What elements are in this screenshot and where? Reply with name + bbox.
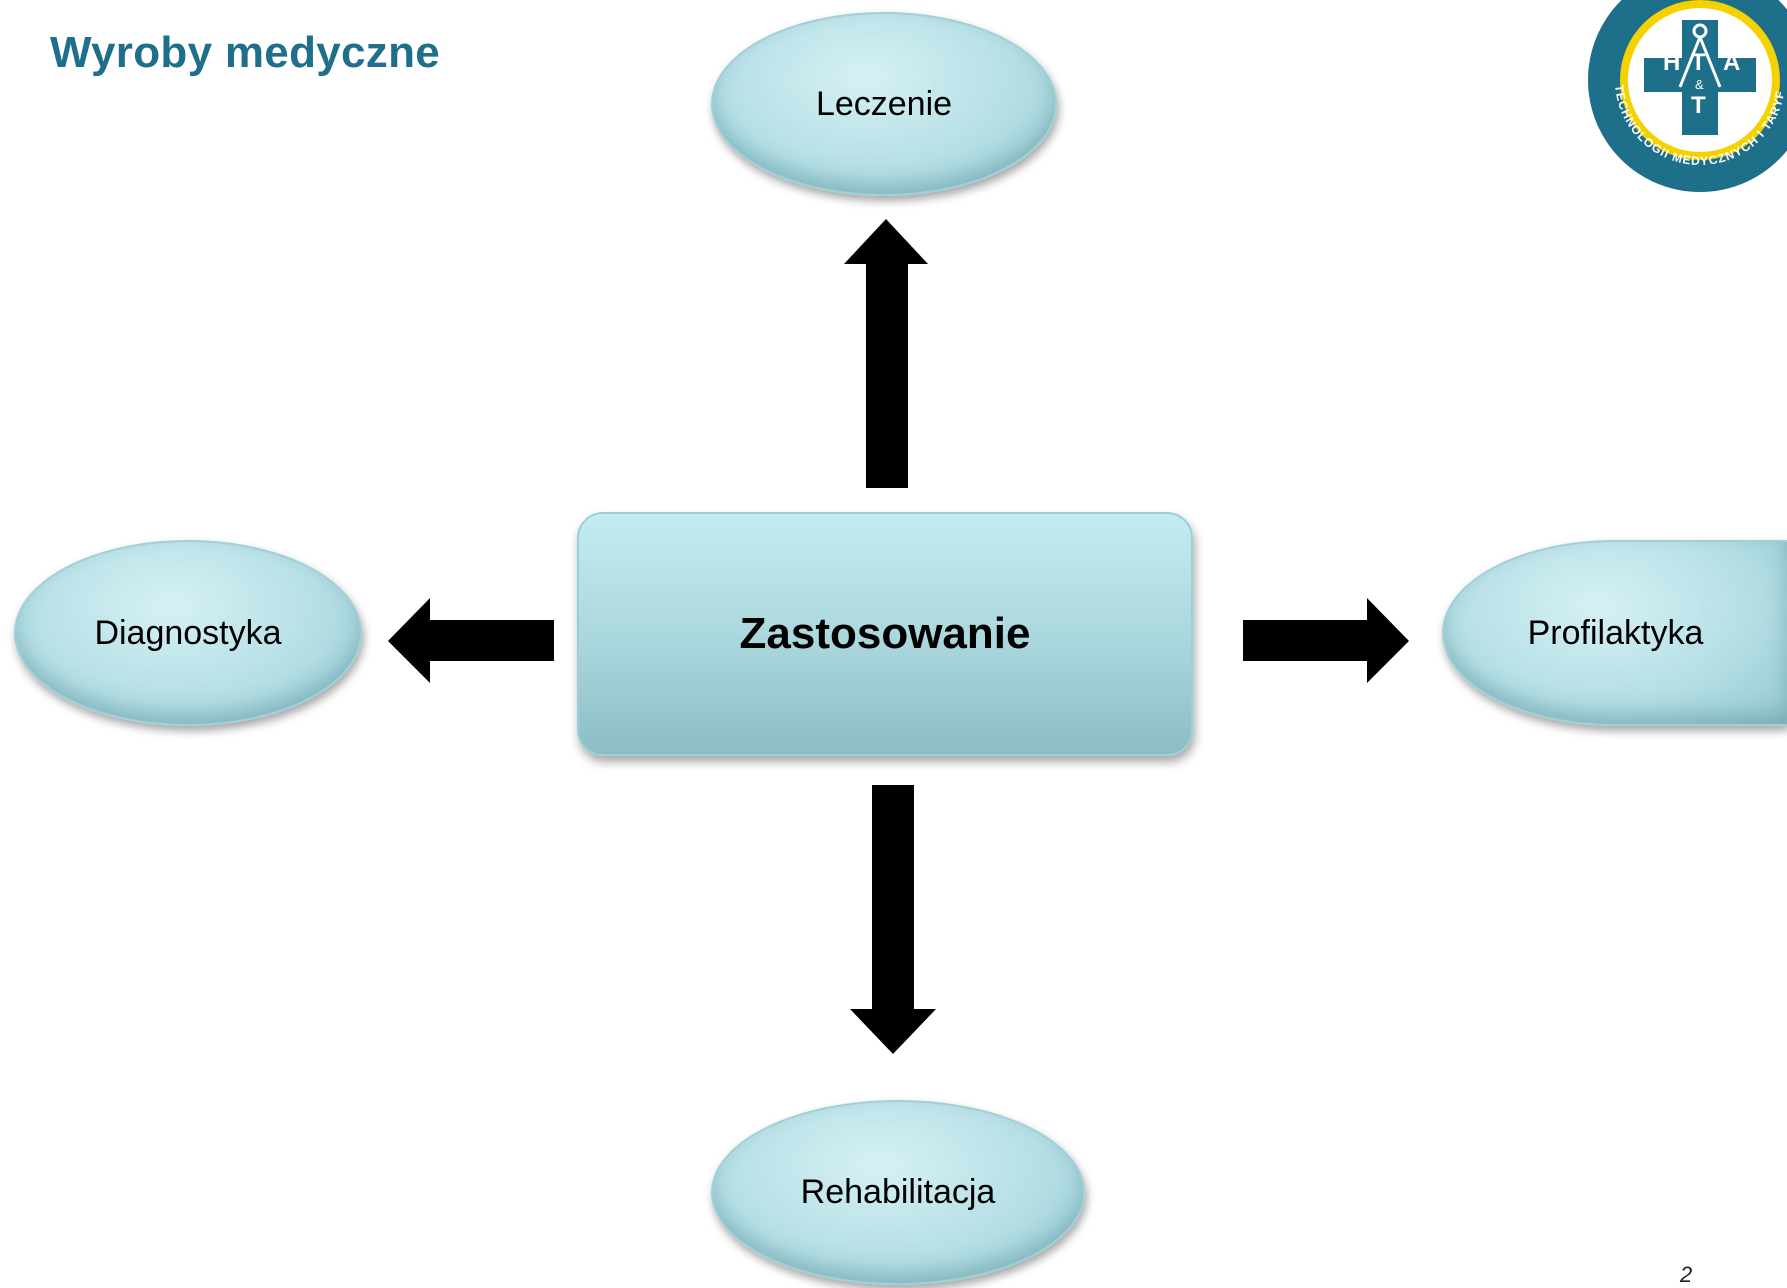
node-rehabilitacja-label: Rehabilitacja <box>800 1173 996 1211</box>
logo-letter-t: T <box>1691 49 1706 76</box>
node-profilaktyka: Profilaktyka <box>1442 540 1787 726</box>
arrow-left <box>388 598 554 683</box>
center-node-label: Zastosowanie <box>739 609 1031 658</box>
node-diagnostyka: Diagnostyka <box>14 540 362 726</box>
page-number: 2 <box>1680 1262 1693 1287</box>
logo-cross <box>1644 20 1756 135</box>
node-leczenie: Leczenie <box>711 12 1057 196</box>
logo-letter-h: H <box>1663 49 1680 76</box>
arrow-right <box>1243 598 1409 683</box>
center-node-zastosowanie: Zastosowanie <box>577 512 1193 756</box>
node-profilaktyka-label: Profilaktyka <box>1527 613 1704 652</box>
arrow-up <box>844 219 928 488</box>
compass-leg-left <box>1678 36 1702 88</box>
slide-title: Wyroby medyczne <box>50 28 441 77</box>
node-leczenie-label: Leczenie <box>815 84 953 123</box>
hta-logo: H T A & T TECHNOLOGII MEDYCZNYCH I TARYF <box>1588 0 1787 192</box>
arrow-down <box>850 785 936 1054</box>
logo-ampersand: & <box>1695 77 1704 92</box>
node-rehabilitacja: Rehabilitacja <box>711 1100 1085 1285</box>
node-diagnostyka-label: Diagnostyka <box>94 613 282 652</box>
compass-leg-right <box>1698 36 1722 88</box>
logo-letter-a: A <box>1723 49 1740 76</box>
logo-letter-t-bottom: T <box>1691 92 1706 119</box>
